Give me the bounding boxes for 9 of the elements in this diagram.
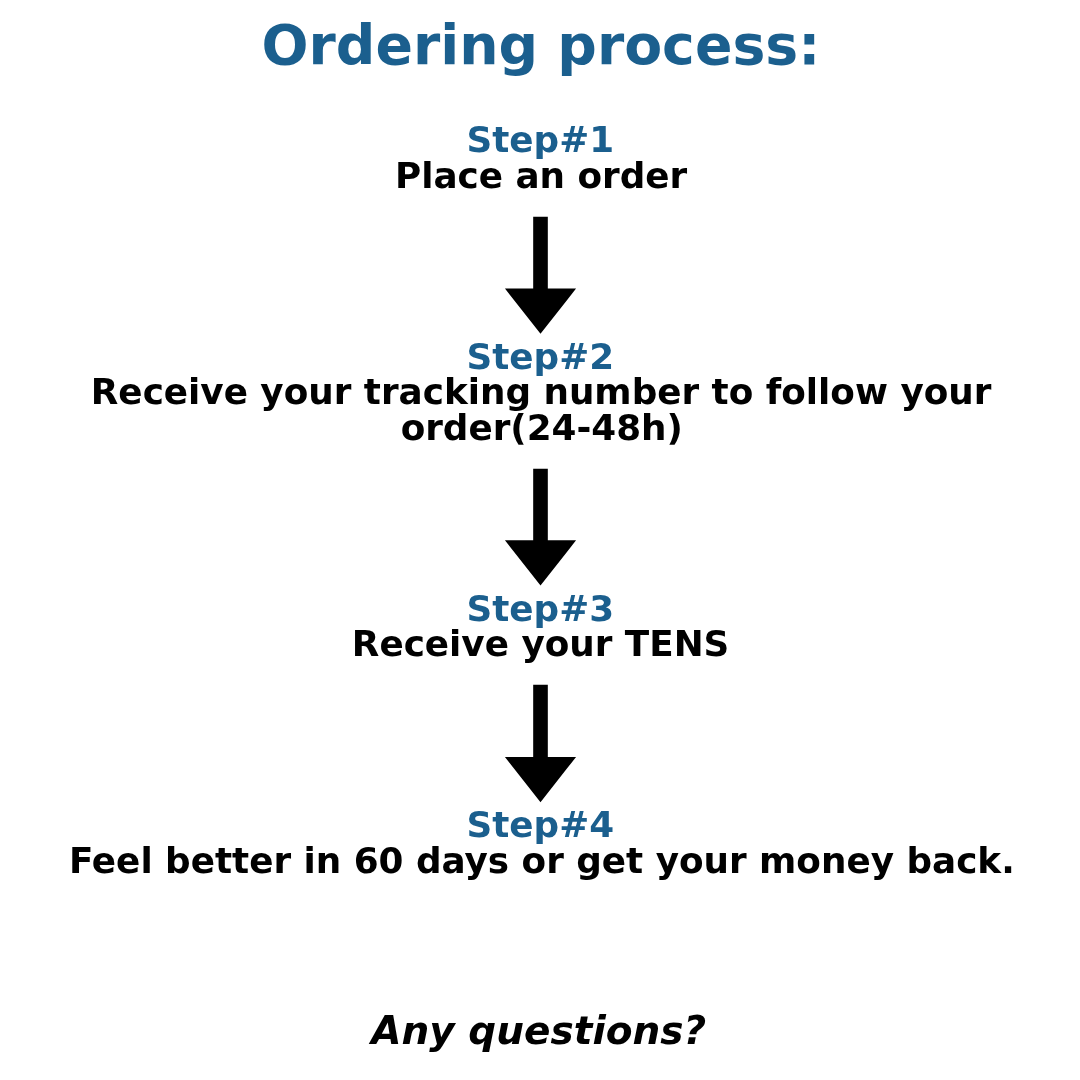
node-text: Step#1 Place an order [394,119,687,197]
node-text: Step#4 Feel better in 60 days or get your money back. [68,803,1015,881]
node-text: Step#3 Receive your TENS [351,587,729,665]
diagram-title: Ordering process: [261,12,820,77]
arrow [504,684,576,803]
node-text: Step#2 Receive your tracking number to follow your order(24-48h) [90,335,991,449]
label: Any questions? [370,1008,706,1054]
arrow [504,216,576,334]
arrow [504,468,576,586]
